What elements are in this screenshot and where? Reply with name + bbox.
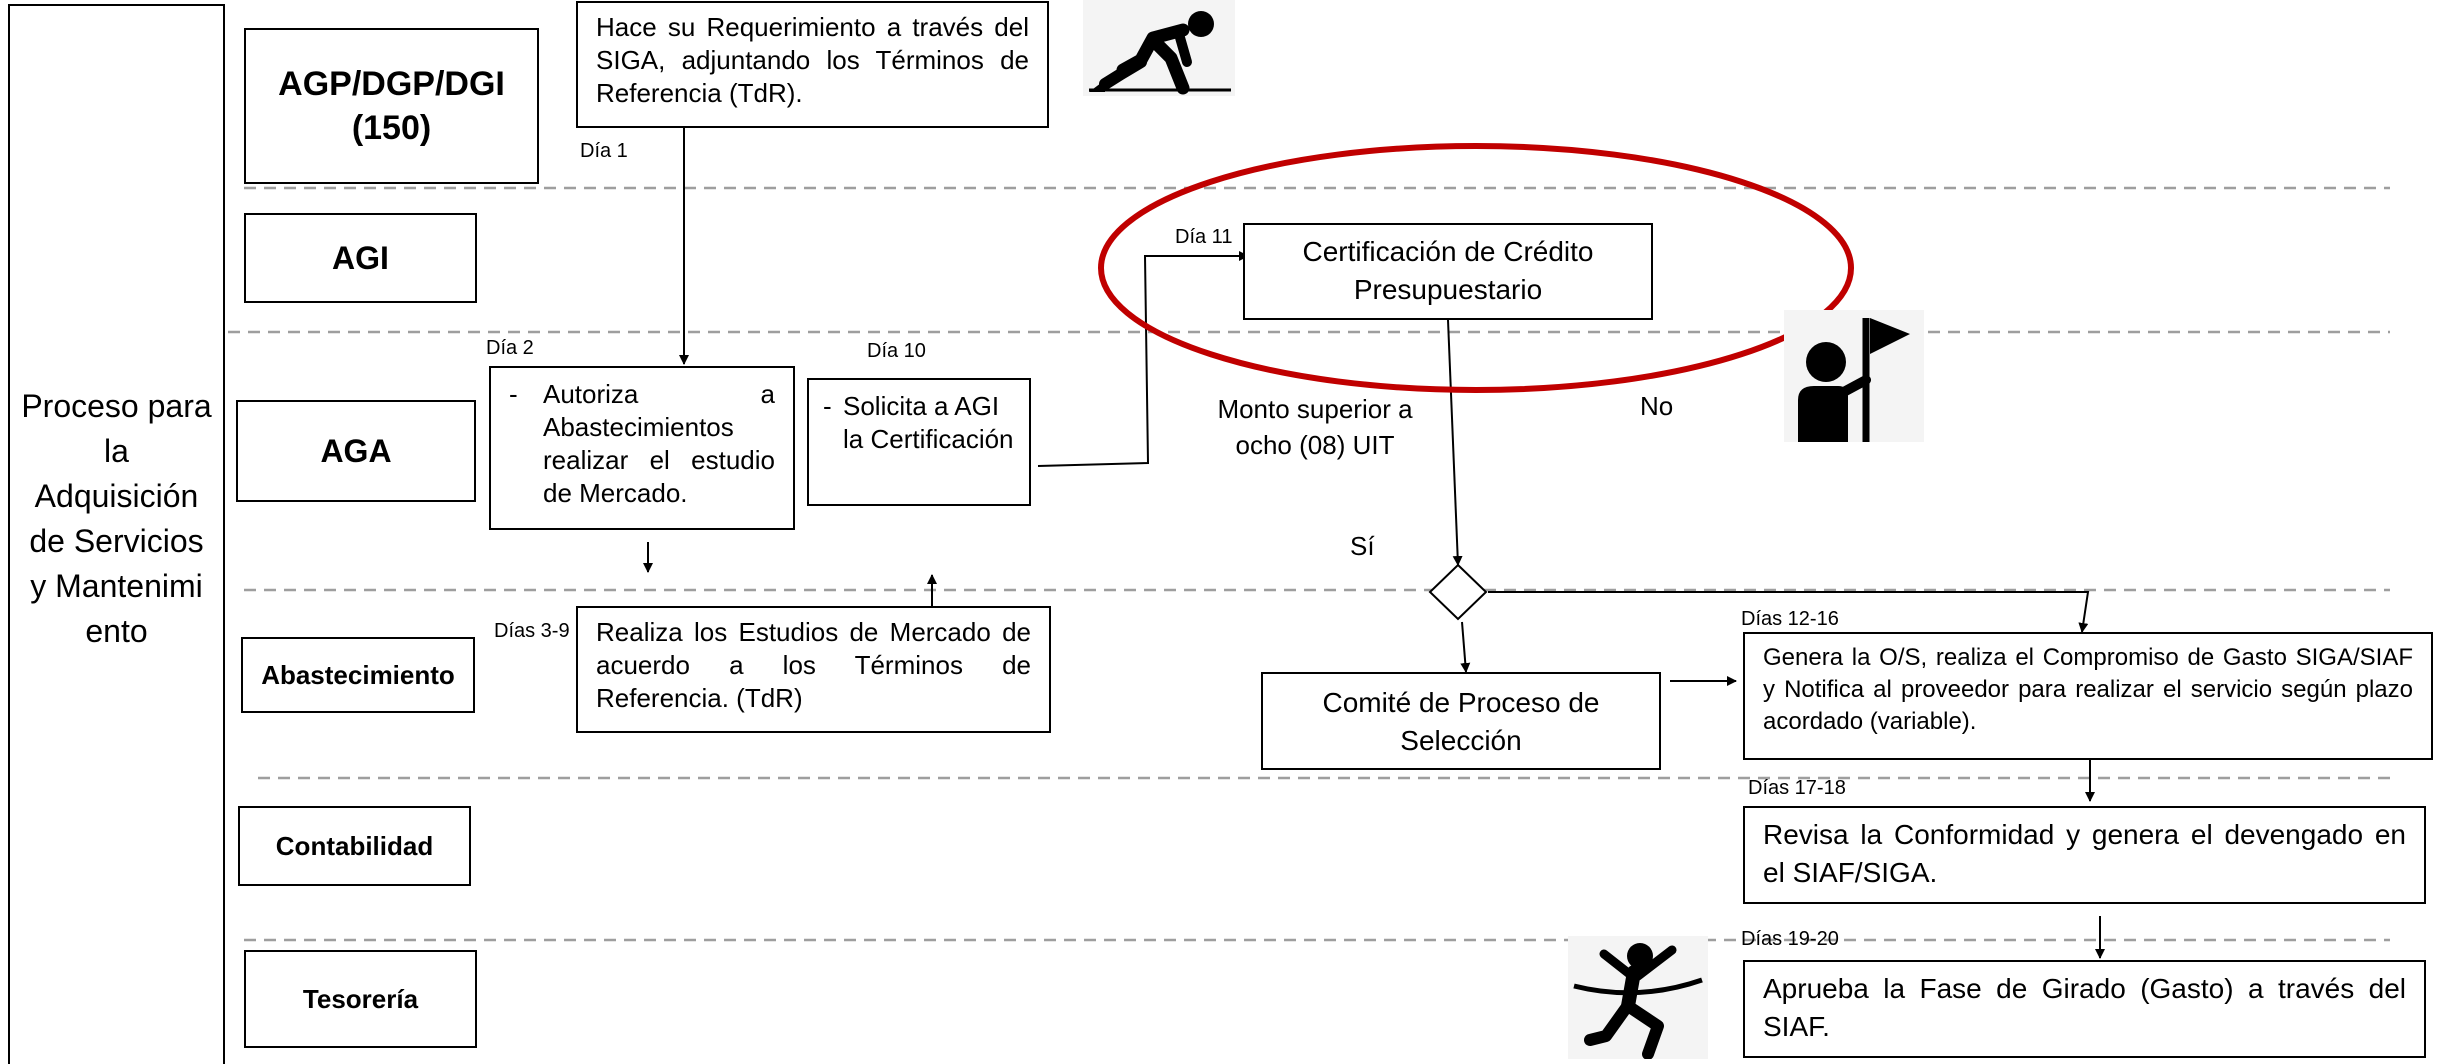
- lane-tesoreria: Tesorería: [244, 950, 477, 1048]
- decision-no: No: [1640, 391, 1674, 421]
- lane-agp: AGP/DGP/DGI (150): [244, 28, 539, 184]
- process-title-box: Proceso para la Adquisición de Servicios…: [8, 4, 225, 1064]
- runner-start-icon: [1083, 0, 1235, 96]
- step-requerimiento: Hace su Requerimiento a través del SIGA,…: [576, 1, 1049, 128]
- step-certificacion: Certificación de Crédito Presupuestario: [1243, 223, 1653, 320]
- step-genera: Genera la O/S, realiza el Compromiso de …: [1743, 632, 2433, 760]
- step-estudios: Realiza los Estudios de Mercado de acuer…: [576, 606, 1051, 733]
- step-solicita: - Solicita a AGI la Certificación: [807, 378, 1031, 506]
- decision-yes: Sí: [1350, 531, 1375, 561]
- decision-question: Monto superior a ocho (08) UIT: [1217, 394, 1413, 460]
- process-title: Proceso para la Adquisición de Servicios…: [21, 388, 212, 649]
- day-label: Día 2: [486, 337, 534, 359]
- step-aprueba: Aprueba la Fase de Girado (Gasto) a trav…: [1743, 960, 2426, 1058]
- step-autoriza: - Autoriza a Abastecimientos realizar el…: [489, 366, 795, 530]
- bullet-dash: -: [509, 379, 518, 409]
- day-label: Días 17-18: [1748, 777, 1846, 799]
- day-label: Días 19-20: [1741, 928, 1839, 950]
- day-label: Días 3-9: [494, 620, 570, 642]
- step-comite: Comité de Proceso de Selección: [1261, 672, 1661, 770]
- bullet-dash: -: [823, 391, 832, 421]
- lane-abastecimiento: Abastecimiento: [241, 637, 475, 713]
- day-label: Día 1: [580, 140, 628, 162]
- day-label: Día 10: [867, 340, 926, 362]
- lane-agi: AGI: [244, 213, 477, 303]
- decision-diamond: [1428, 563, 1488, 621]
- day-label: Día 11: [1175, 226, 1233, 248]
- lane-aga: AGA: [236, 400, 476, 502]
- highlight-ellipse: [1098, 143, 1854, 393]
- step-revisa: Revisa la Conformidad y genera el deveng…: [1743, 806, 2426, 904]
- runner-finish-icon: [1568, 936, 1708, 1060]
- step-solicita-text: Solicita a AGI la Certificación: [843, 391, 1014, 454]
- lane-contabilidad: Contabilidad: [238, 806, 471, 886]
- person-flag-icon: [1784, 310, 1924, 442]
- day-label: Días 12-16: [1741, 608, 1839, 630]
- step-autoriza-text: Autoriza a Abastecimientos realizar el e…: [543, 379, 775, 508]
